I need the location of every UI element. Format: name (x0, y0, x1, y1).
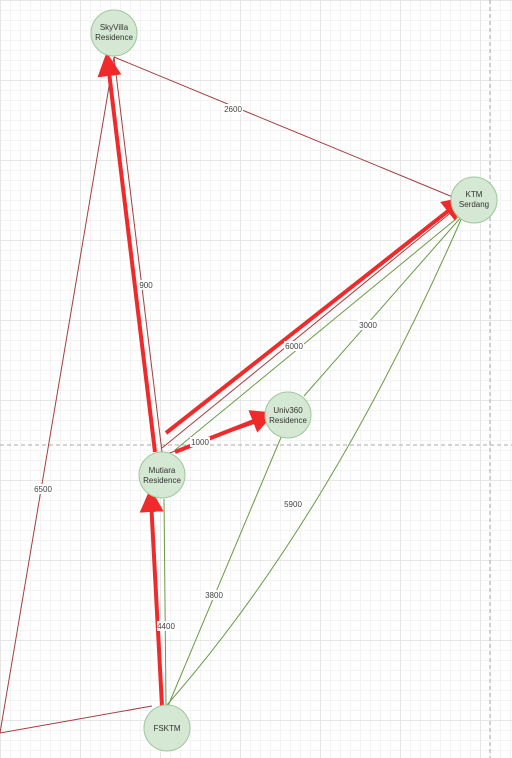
node-skyvilla-circle (90, 9, 138, 57)
edge-label-6000: 6000 (285, 342, 303, 351)
edge-skyvilla-fsktm-left[interactable] (0, 56, 115, 734)
edge-label-1000: 1000 (191, 438, 209, 447)
edge-label-5900: 5900 (284, 500, 302, 509)
edge-fsktm-mutiara-green[interactable] (163, 498, 167, 707)
red-arrows (97, 52, 467, 707)
node-mutiara-label-line2: Residence (143, 476, 181, 485)
node-ktm[interactable]: KTM Serdang (450, 176, 498, 224)
arrow-mutiara-skyvilla[interactable] (97, 52, 157, 453)
edge-label-4400: 4400 (157, 622, 175, 631)
edge-fsktm-ktm[interactable] (165, 214, 464, 707)
arrow-fsktm-mutiara[interactable] (139, 488, 164, 707)
arrow-mutiara-ktm[interactable] (164, 196, 467, 435)
node-mutiara-label-line1: Mutiara (149, 466, 176, 475)
edge-mutiara-ktm-green[interactable] (174, 213, 463, 451)
brown-edges (0, 56, 461, 734)
edge-label-3000: 3000 (359, 321, 377, 330)
edge-fsktm-univ360[interactable] (167, 434, 283, 707)
node-ktm-label-line1: KTM (466, 190, 483, 199)
edge-label-3800: 3800 (205, 591, 223, 600)
arrow-mutiara-univ360[interactable] (174, 410, 276, 454)
edge-mutiara-ktm-brown[interactable] (161, 209, 455, 449)
node-fsktm[interactable]: FSKTM (143, 704, 191, 752)
edge-label-900: 900 (139, 281, 153, 290)
node-ktm-circle (450, 176, 498, 224)
node-univ360-label-line1: Univ360 (273, 406, 303, 415)
node-fsktm-label: FSKTM (153, 724, 180, 733)
edge-labels: 2600 900 6000 3000 1000 6500 5900 3800 4… (33, 104, 378, 631)
edge-univ360-ktm[interactable] (303, 214, 464, 397)
edge-label-2600: 2600 (224, 105, 242, 114)
node-skyvilla-label-line2: Residence (95, 33, 133, 42)
node-univ360[interactable]: Univ360 Residence (264, 391, 312, 439)
edge-skyvilla-ktm[interactable] (113, 56, 461, 201)
node-ktm-label-line2: Serdang (459, 200, 489, 209)
green-edges (163, 213, 464, 707)
node-mutiara-circle (138, 451, 186, 499)
edge-skyvilla-mutiara[interactable] (113, 56, 163, 453)
node-fsktm-circle (143, 704, 191, 752)
node-univ360-circle (264, 391, 312, 439)
node-skyvilla-label-line1: SkyVilla (100, 23, 129, 32)
node-mutiara[interactable]: Mutiara Residence (138, 451, 186, 499)
node-univ360-label-line2: Residence (269, 416, 307, 425)
edge-left-fsktm[interactable] (0, 705, 153, 734)
edge-label-6500: 6500 (34, 485, 52, 494)
node-skyvilla[interactable]: SkyVilla Residence (90, 9, 138, 57)
